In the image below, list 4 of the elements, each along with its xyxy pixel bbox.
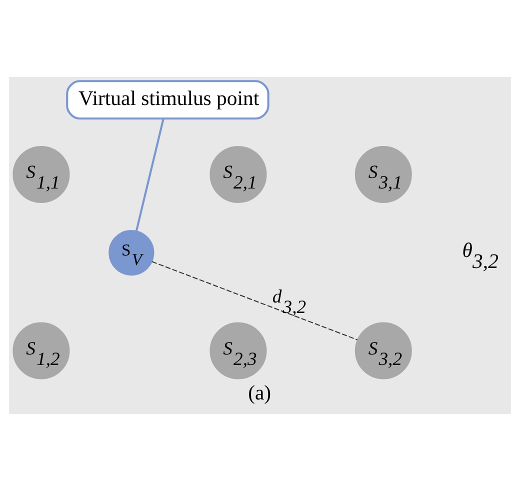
connector [134, 118, 164, 232]
caption: (a) [248, 382, 271, 404]
connector [151, 261, 357, 340]
node-box: Virtual stimulus point [66, 80, 269, 120]
